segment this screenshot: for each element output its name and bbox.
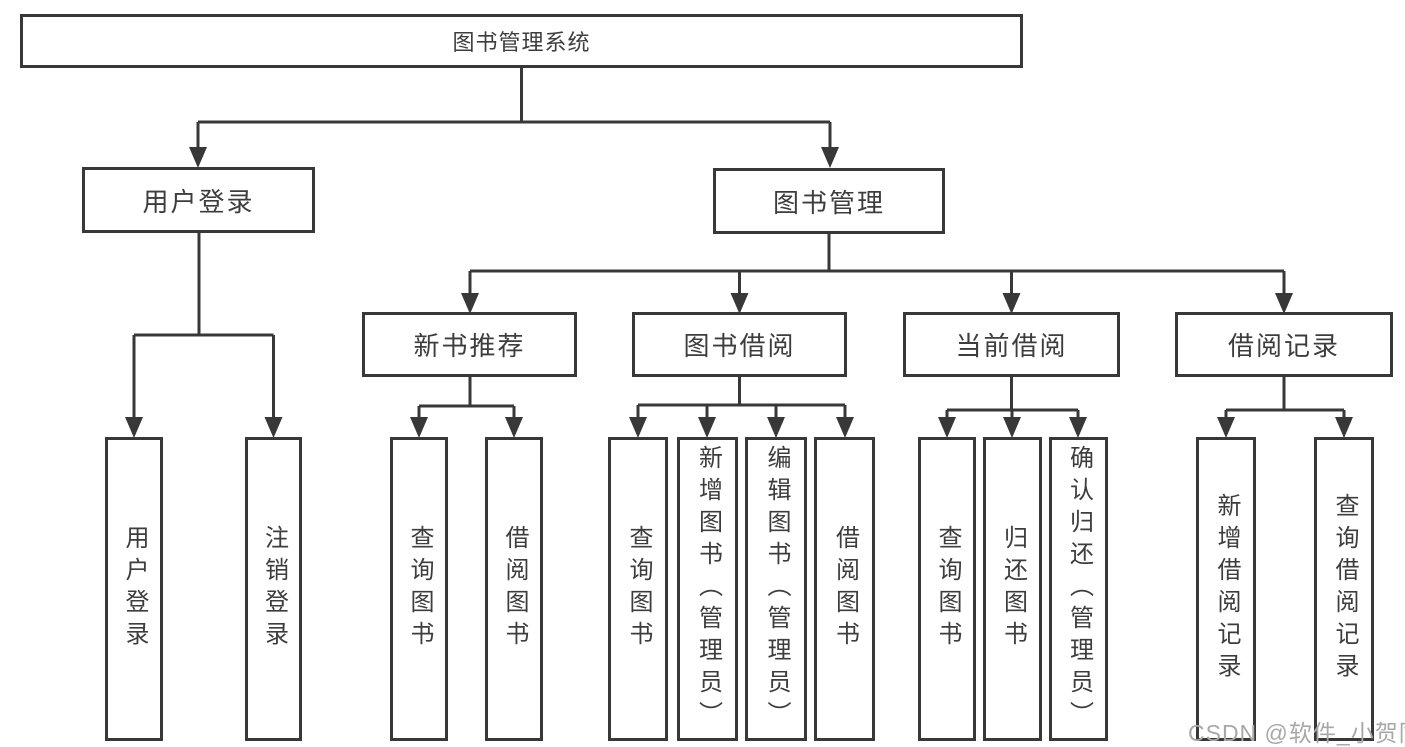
leaf-query-borrow-record: 查询借阅记录 bbox=[1314, 437, 1374, 741]
node-label: 确认归还（管理员） bbox=[1065, 445, 1093, 733]
leaf-return-books: 归还图书 bbox=[983, 437, 1042, 741]
leaf-confirm-return-admin: 确认归还（管理员） bbox=[1049, 437, 1108, 741]
node-label: 编辑图书（管理员） bbox=[763, 445, 790, 733]
leaf-query-books-borrowing: 查询图书 bbox=[608, 437, 668, 741]
leaf-borrow-books-recommend: 借阅图书 bbox=[485, 437, 543, 741]
node-label: 借阅图书 bbox=[501, 525, 528, 653]
node-label: 归还图书 bbox=[999, 525, 1027, 653]
node-label: 当前借阅 bbox=[955, 331, 1068, 361]
leaf-user-login: 用户登录 bbox=[105, 437, 163, 741]
node-label: 图书管理系统 bbox=[452, 30, 591, 55]
csdn-watermark: CSDN @软件_小贺同学 bbox=[1188, 720, 1405, 746]
node-label: 借阅记录 bbox=[1227, 331, 1340, 361]
leaf-borrow-books-borrowing: 借阅图书 bbox=[814, 437, 875, 741]
node-label: 新增图书（管理员） bbox=[694, 445, 722, 733]
node-book-borrowing: 图书借阅 bbox=[632, 312, 847, 377]
leaf-query-books-recommend: 查询图书 bbox=[390, 437, 448, 741]
leaf-add-borrow-record: 新增借阅记录 bbox=[1196, 437, 1256, 741]
node-user-login: 用户登录 bbox=[82, 167, 315, 233]
node-borrowing-records: 借阅记录 bbox=[1175, 312, 1393, 377]
leaf-logout: 注销登录 bbox=[245, 437, 302, 741]
node-label: 用户登录 bbox=[121, 525, 148, 653]
leaf-add-book-admin: 新增图书（管理员） bbox=[677, 437, 738, 741]
node-label: 查询图书 bbox=[406, 525, 433, 653]
node-book-management: 图书管理 bbox=[713, 168, 945, 234]
node-label: 查询图书 bbox=[934, 525, 961, 653]
node-label: 借阅图书 bbox=[831, 525, 859, 653]
node-label: 新书推荐 bbox=[413, 331, 526, 361]
node-new-book-recommendation: 新书推荐 bbox=[362, 312, 577, 377]
leaf-edit-book-admin: 编辑图书（管理员） bbox=[745, 437, 807, 741]
node-current-borrowing: 当前借阅 bbox=[903, 312, 1120, 377]
node-label: 用户登录 bbox=[142, 186, 255, 217]
node-library-management-system: 图书管理系统 bbox=[20, 14, 1023, 68]
leaf-query-books-current: 查询图书 bbox=[918, 437, 976, 741]
node-label: 查询借阅记录 bbox=[1331, 493, 1358, 685]
node-label: 查询图书 bbox=[625, 525, 652, 653]
node-label: 新增借阅记录 bbox=[1213, 493, 1240, 685]
node-label: 图书管理 bbox=[772, 187, 885, 218]
node-label: 图书借阅 bbox=[683, 331, 796, 361]
node-label: 注销登录 bbox=[260, 525, 288, 653]
